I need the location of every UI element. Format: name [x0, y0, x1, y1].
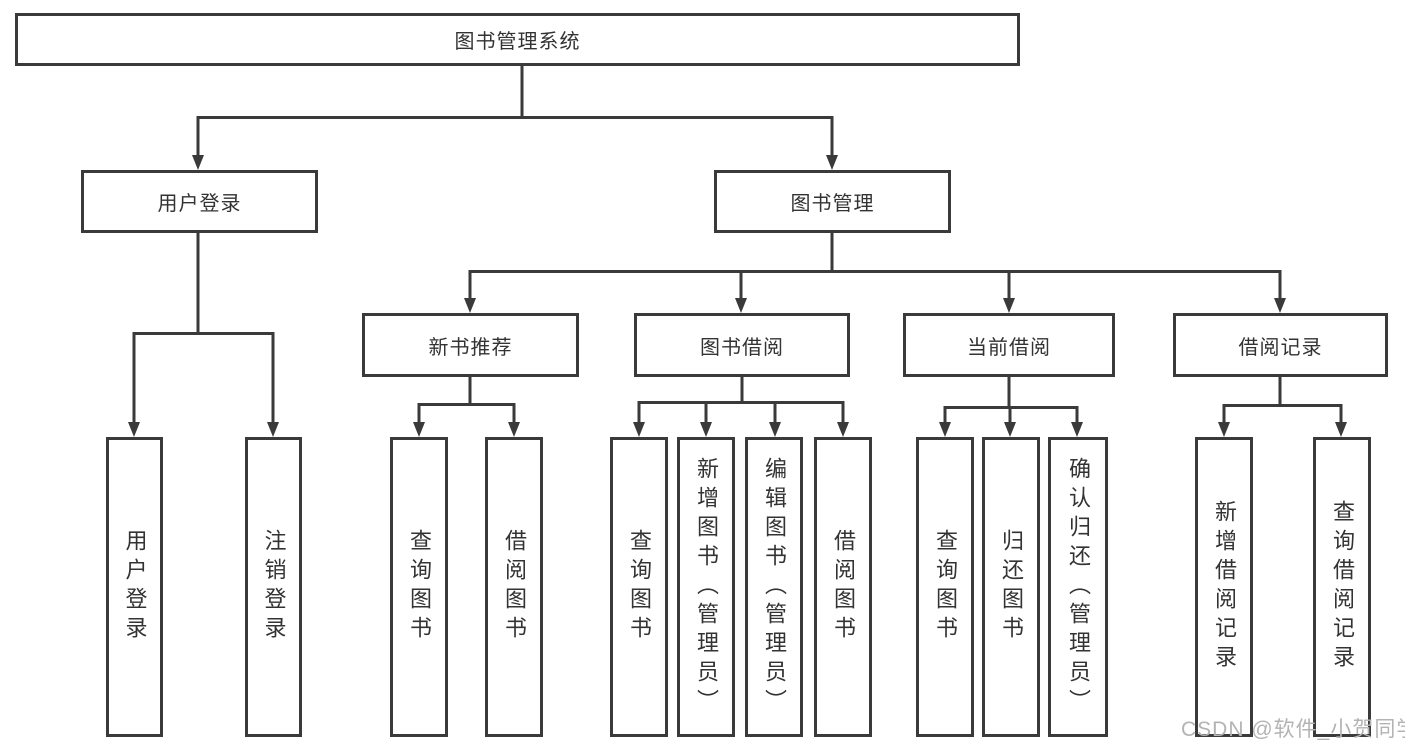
leaf-query-books-recommend: 查询图书	[390, 437, 448, 737]
node-user-login: 用户登录	[81, 170, 318, 233]
node-label: 图书管理系统	[454, 31, 581, 53]
leaf-label: 借阅图书	[502, 529, 527, 645]
leaf-logout: 注销登录	[245, 437, 302, 737]
leaf-label: 新增借阅记录	[1212, 500, 1237, 674]
leaf-query-borrow-record: 查询借阅记录	[1313, 437, 1371, 737]
leaf-label: 确认归还（管理员）	[1066, 456, 1091, 718]
node-label: 新书推荐	[428, 336, 513, 359]
leaf-label: 查询图书	[627, 529, 652, 645]
node-borrowing-records: 借阅记录	[1173, 313, 1388, 377]
node-new-book-recommend: 新书推荐	[362, 313, 579, 377]
leaf-label: 查询图书	[407, 529, 432, 645]
node-current-borrowing: 当前借阅	[903, 313, 1115, 377]
node-label: 图书借阅	[700, 336, 784, 359]
node-book-management: 图书管理	[714, 170, 951, 233]
leaf-edit-book-admin: 编辑图书（管理员）	[745, 437, 803, 737]
leaf-borrow-books-borrowing: 借阅图书	[814, 437, 872, 737]
leaf-user-login: 用户登录	[106, 437, 163, 737]
leaf-label: 查询图书	[933, 529, 958, 645]
leaf-label: 查询借阅记录	[1330, 500, 1355, 674]
node-library-management-system: 图书管理系统	[15, 13, 1020, 66]
leaf-return-books: 归还图书	[982, 437, 1040, 737]
leaf-query-books-current: 查询图书	[916, 437, 974, 737]
leaf-add-borrow-record: 新增借阅记录	[1195, 437, 1253, 737]
leaf-add-book-admin: 新增图书（管理员）	[677, 437, 735, 737]
leaf-label: 注销登录	[261, 529, 287, 645]
node-label: 借阅记录	[1238, 336, 1323, 359]
watermark: CSDN @软件_小贺同学	[1181, 718, 1405, 741]
connector-paths	[132, 66, 1343, 424]
node-label: 图书管理	[790, 193, 875, 215]
leaf-label: 用户登录	[122, 529, 148, 645]
leaf-confirm-return-admin: 确认归还（管理员）	[1048, 437, 1108, 737]
node-label: 用户登录	[157, 193, 242, 215]
node-label: 当前借阅	[967, 336, 1051, 359]
leaf-label: 编辑图书（管理员）	[762, 456, 787, 718]
leaf-label: 归还图书	[999, 529, 1024, 645]
leaf-label: 借阅图书	[831, 529, 856, 645]
leaf-borrow-books-recommend: 借阅图书	[485, 437, 543, 737]
leaf-label: 新增图书（管理员）	[694, 456, 719, 718]
node-book-borrowing: 图书借阅	[634, 313, 850, 377]
leaf-query-books-borrowing: 查询图书	[610, 437, 668, 737]
connector-arrowheads	[128, 155, 1347, 437]
